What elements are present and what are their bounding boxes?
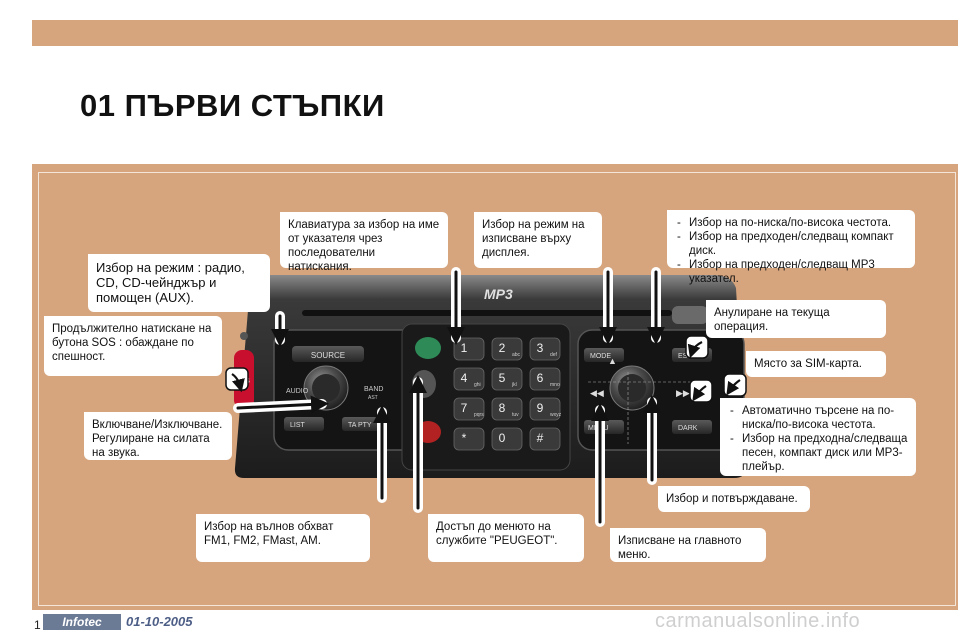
source-label: SOURCE [311, 351, 345, 360]
callout-display-mode-text: Избор на режим на изписване върху диспле… [482, 219, 585, 259]
sos-label: SOS [235, 378, 250, 385]
callout-band-text: Избор на вълнов обхват FM1, FM2, FMast, … [204, 521, 334, 547]
hangup-button [415, 421, 441, 443]
callout-power-volume: Включване/Изключване. Регулиране на сила… [84, 412, 232, 460]
callout-sos: Продължително натискане на бутона SOS : … [44, 316, 222, 376]
keypad-digit: 2 [499, 341, 506, 355]
callout-keypad-text: Клавиатура за избор на име от указателя … [288, 219, 440, 273]
panel-frame [38, 172, 956, 606]
keypad-key [491, 337, 523, 361]
keypad-key [453, 397, 485, 421]
volume-knob-center [312, 374, 340, 402]
callout-select-confirm: Избор и потвърждаване. [658, 486, 810, 512]
list-button [284, 417, 324, 431]
callout-sos-text: Продължително натискане на бутона SOS : … [52, 323, 212, 363]
infotec-logo: Infotec [43, 614, 121, 630]
audio-label: AUDIO [286, 388, 309, 395]
keypad-key [453, 427, 485, 451]
mp3-logo: MP3 [484, 286, 513, 302]
keypad-letters: jkl [511, 382, 517, 388]
up-arrow-icon: ▲ [608, 356, 617, 366]
callout-mode-select-text: Избор на режим : радио, CD, CD-чейнджър … [96, 260, 245, 305]
callout-sim-text: Място за SIM-карта. [754, 358, 862, 370]
page-number: 1 [34, 618, 41, 632]
menu-label: MENU [588, 425, 609, 432]
sos-led [240, 332, 248, 340]
page-title: 01 ПЪРВИ СТЪПКИ [80, 88, 385, 123]
keypad-cluster [401, 323, 571, 471]
freq-list-item: Избор на по-ниска/по-висока честота. [675, 216, 907, 230]
keypad-digit: 4 [461, 371, 468, 385]
callout-band: Избор на вълнов обхват FM1, FM2, FMast, … [196, 514, 370, 562]
keypad-letters: tuv [512, 412, 519, 418]
keypad-key [529, 427, 561, 451]
navigation-knob-center [618, 374, 646, 402]
call-button [415, 337, 441, 359]
footer-date: 01-10-2005 [126, 614, 193, 629]
search-list-item: Автоматично търсене на по-ниска/по-висок… [728, 404, 908, 432]
keypad-letters: def [550, 352, 558, 358]
ta-pty-label: TA PTY [348, 422, 372, 429]
callout-display-mode: Избор на режим на изписване върху диспле… [474, 212, 602, 268]
keypad-key [491, 427, 523, 451]
keypad-key [453, 367, 485, 391]
keypad-digit: 7 [461, 401, 468, 415]
callout-freq-list: Избор на по-ниска/по-висока честота. Изб… [667, 210, 915, 285]
keypad-digit: * [462, 431, 467, 445]
keypad-key [453, 337, 485, 361]
keypad-letters: wxyz [550, 412, 562, 418]
keypad-digit: 0 [499, 431, 506, 445]
band-sub-label: AST [368, 395, 378, 401]
header-box [32, 46, 958, 164]
watermark: carmanualsonline.info [655, 610, 861, 632]
freq-list-item: Избор на предходен/следващ компакт диск. [675, 230, 907, 258]
keypad-key [529, 397, 561, 421]
keypad-digit: 5 [499, 371, 506, 385]
source-button [292, 346, 364, 362]
sim-slot [672, 306, 708, 324]
callout-main-menu: Изписване на главното меню. [610, 528, 766, 562]
cd-slot [302, 310, 672, 316]
keypad-digit: 8 [499, 401, 506, 415]
keypad-digit: 1 [461, 341, 468, 355]
keypad-key [529, 337, 561, 361]
callout-sim: Място за SIM-карта. [746, 351, 886, 377]
keypad-key [491, 367, 523, 391]
callout-mode-select: Избор на режим : радио, CD, CD-чейнджър … [88, 254, 270, 312]
keypad-letters: mno [550, 382, 560, 388]
list-label: LIST [290, 422, 306, 429]
keypad-key [491, 397, 523, 421]
mode-button [584, 348, 624, 362]
radio-unit: MP3 SOURCE AUDIO BAND AST LIST TA PTY SO… [234, 275, 746, 478]
keypad-letters: pqrs [474, 412, 484, 418]
keypad-digit: 6 [537, 371, 544, 385]
callout-select-confirm-text: Избор и потвърждаване. [666, 493, 798, 505]
callout-cancel-text: Анулиране на текуща операция. [714, 307, 830, 333]
callout-main-menu-text: Изписване на главното меню. [618, 535, 742, 561]
keypad-digit: # [537, 431, 544, 445]
keypad-keys: 1 2 abc 3 def 4 ghi 5 jkl 6 mno 7 pqrs 8 tuv 9 wxyz * 0 # [453, 337, 562, 451]
esc-label: ESC [678, 353, 692, 360]
callout-keypad: Клавиатура за избор на име от указателя … [280, 212, 448, 273]
keypad-letters: abc [512, 352, 521, 358]
band-label: BAND [364, 386, 383, 393]
ta-pty-button [342, 417, 382, 431]
freq-list-item: Избор на предходен/следващ МР3 указател. [675, 258, 907, 286]
callout-search: Автоматично търсене на по-ниска/по-висок… [720, 398, 916, 476]
dark-button [672, 420, 712, 434]
rewind-icon: ◀◀ [590, 388, 604, 398]
keypad-digit: 9 [537, 401, 544, 415]
fast-forward-icon: ▶▶ [676, 388, 690, 398]
callout-power-volume-text: Включване/Изключване. Регулиране на сила… [92, 419, 223, 459]
dark-label: DARK [678, 425, 698, 432]
search-list-item: Избор на предходна/следваща песен, компа… [728, 432, 908, 474]
peugeot-lion-logo [412, 370, 436, 398]
keypad-key [529, 367, 561, 391]
callout-services: Достъп до менюто на службите "PEUGEOT". [428, 514, 584, 562]
keypad-digit: 3 [537, 341, 544, 355]
callout-services-text: Достъп до менюто на службите "PEUGEOT". [436, 521, 558, 547]
keypad-letters: ghi [474, 382, 481, 388]
mode-label: MODE [590, 353, 611, 360]
callout-cancel: Анулиране на текуща операция. [706, 300, 886, 338]
